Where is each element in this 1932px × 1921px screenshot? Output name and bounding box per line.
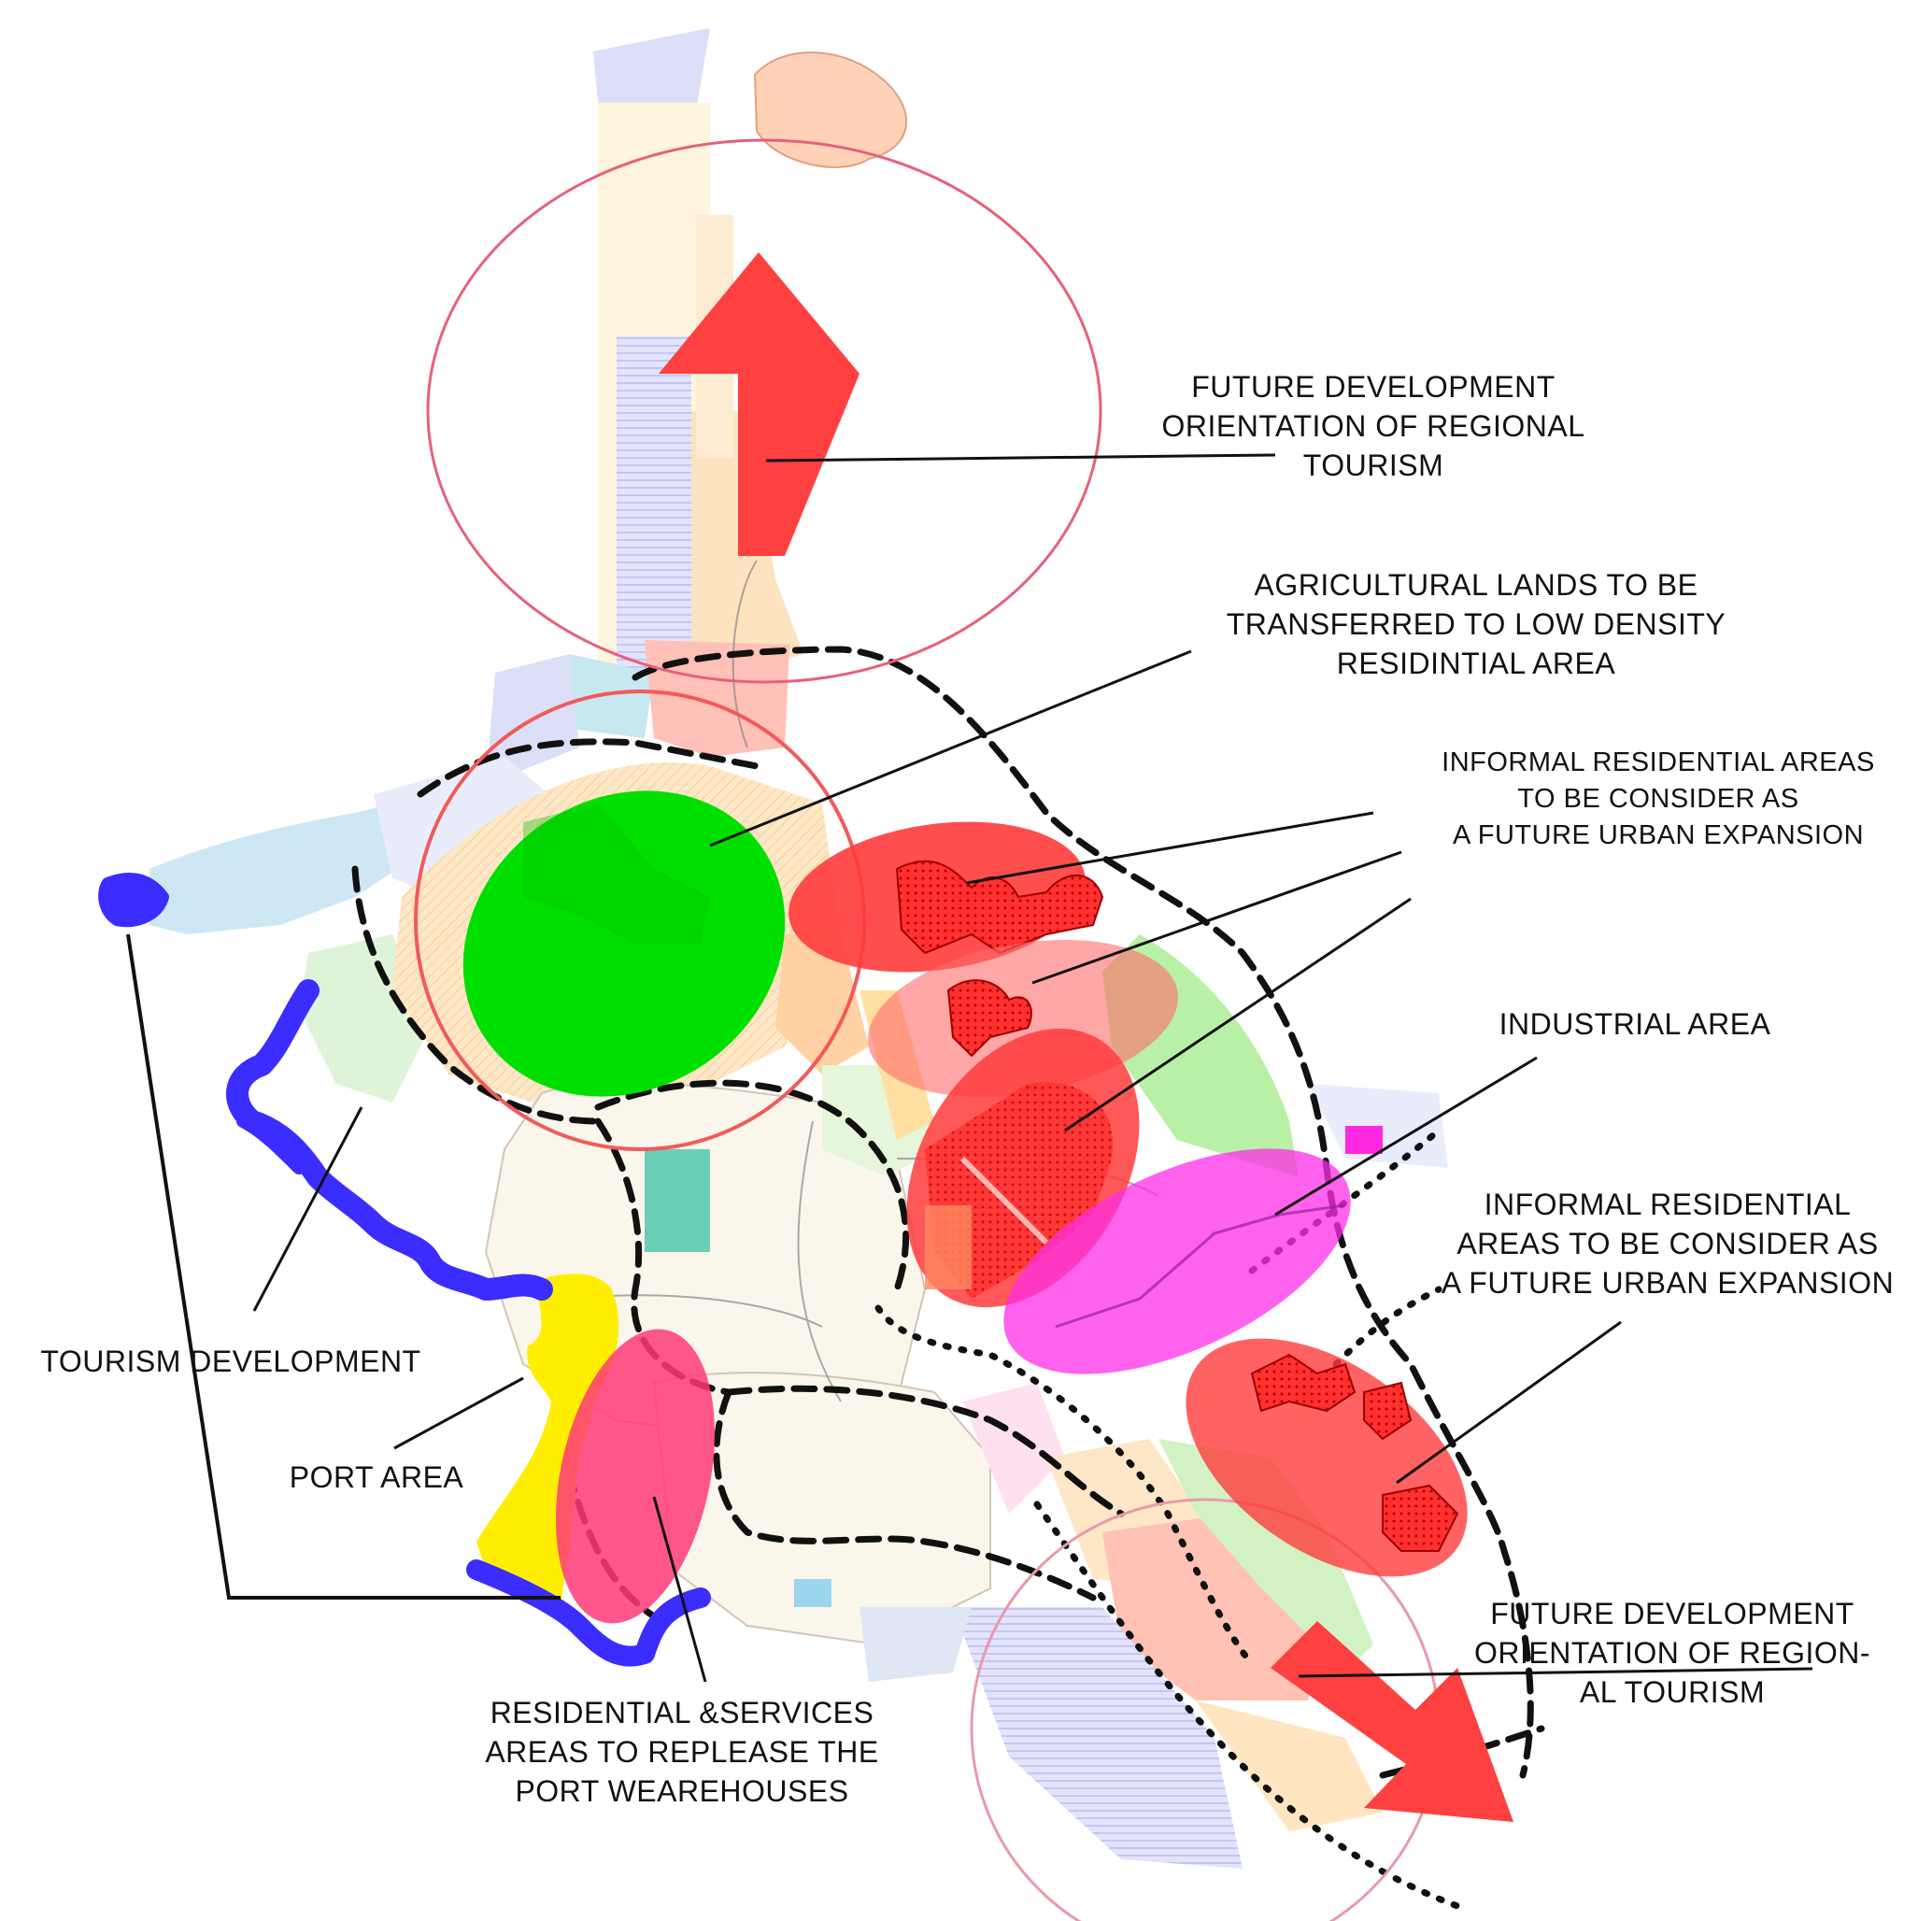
label-residential-services: RESIDENTIAL &SERVICES AREAS TO REPLEASE … xyxy=(485,1696,879,1808)
magenta-zone xyxy=(1003,1148,1351,1374)
planning-boundaries xyxy=(351,646,1545,1779)
highlight-zones xyxy=(462,790,1468,1624)
southeast-arrow-icon xyxy=(1271,1621,1513,1822)
tourism-bracket xyxy=(126,933,561,1600)
label-industrial: INDUSTRIAL AREA xyxy=(1499,1007,1771,1041)
label-north-tourism: FUTURE DEVELOPMENT ORIENTATION OF REGION… xyxy=(1161,370,1585,482)
north-arrow-icon xyxy=(659,252,859,556)
label-informal-2: INFORMAL RESIDENTIAL AREAS TO BE CONSIDE… xyxy=(1441,1188,1895,1300)
coastline-tourism xyxy=(98,873,711,1667)
label-tourism-development: TOURISM DEVELOPMENT xyxy=(40,1345,421,1378)
residential-services-zone xyxy=(555,1329,716,1624)
orientation-arrows xyxy=(659,252,1513,1822)
label-agricultural: AGRICULTURAL LANDS TO BE TRANSFERRED TO … xyxy=(1226,568,1726,680)
label-informal-1: INFORMAL RESIDENTIAL AREAS TO BE CONSIDE… xyxy=(1442,747,1875,850)
label-south-tourism: FUTURE DEVELOPMENT ORIENTATION OF REGION… xyxy=(1473,1597,1871,1709)
leader-lines xyxy=(252,453,1813,1683)
north-tourism-circle xyxy=(426,138,1102,684)
port-area-zone xyxy=(476,1274,619,1607)
label-port-area: PORT AREA xyxy=(289,1460,464,1494)
agricultural-zone xyxy=(462,790,786,1097)
